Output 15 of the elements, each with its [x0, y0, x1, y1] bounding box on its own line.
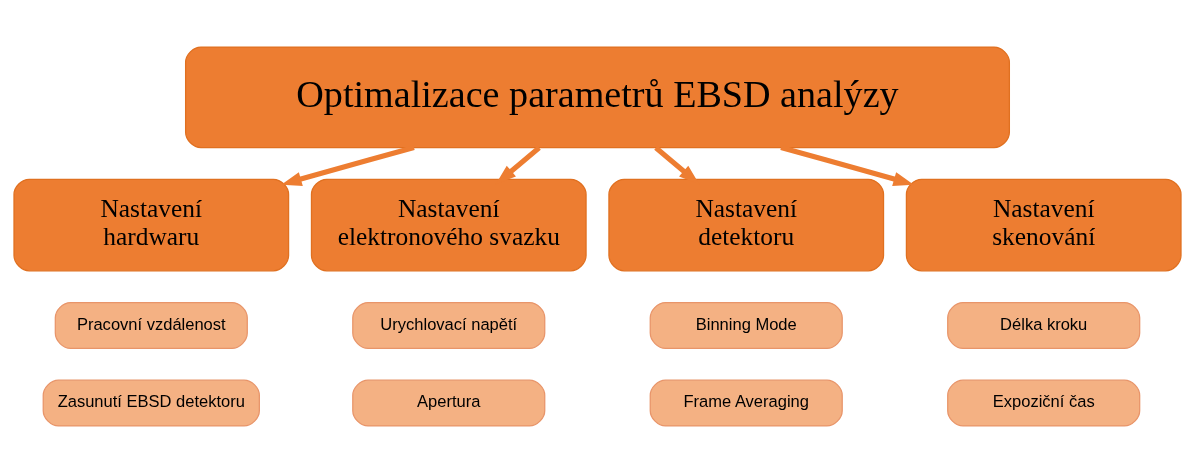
node-box: Pracovní vzdálenost [54, 301, 248, 349]
node-box: Urychlovací napětí [352, 301, 546, 349]
node-box: Nastavení skenování [905, 178, 1182, 271]
arrow [780, 144, 914, 186]
node-box: Nastavení hardwaru [13, 178, 290, 271]
node-box: Apertura [352, 379, 546, 427]
node-box: Optimalizace parametrů EBSD analýzy [185, 45, 1010, 148]
node-box: Expoziční čas [947, 379, 1141, 427]
node-box: Zasunutí EBSD detektoru [42, 379, 260, 427]
arrow [281, 144, 415, 186]
node-box: Délka kroku [947, 301, 1141, 349]
node-box: Nastavení detektoru [608, 178, 885, 271]
node-box: Frame Averaging [649, 379, 843, 427]
node-box: Binning Mode [649, 301, 843, 349]
node-box: Nastavení elektronového svazku [310, 178, 587, 271]
